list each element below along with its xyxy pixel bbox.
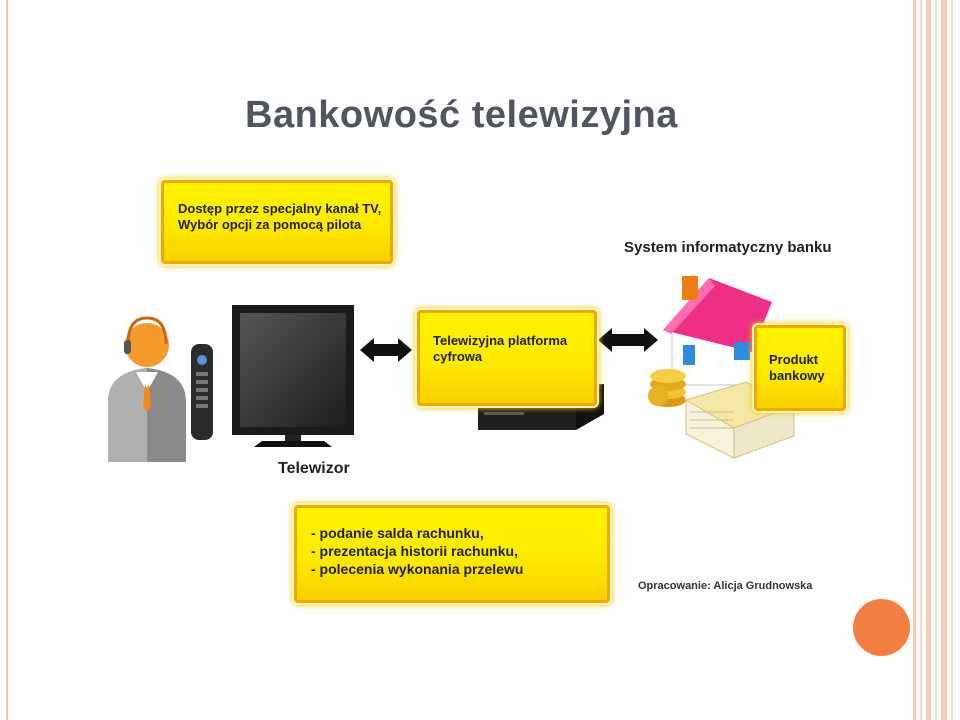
double-arrow-icon <box>598 328 658 352</box>
platform-line-2: cyfrowa <box>433 349 483 364</box>
slide-frame-stripe <box>941 0 947 720</box>
slide-frame-left-line <box>6 0 8 720</box>
double-arrow-icon <box>360 338 412 362</box>
television-icon <box>232 305 354 447</box>
bank-system-label: System informatyczny banku <box>624 239 832 256</box>
credit-label: Opracowanie: Alicja Grudnowska <box>638 580 813 592</box>
tv-label: Telewizor <box>278 460 350 477</box>
slide-frame-stripe <box>951 0 953 720</box>
access-line-1: Dostęp przez specjalny kanał TV, <box>178 201 382 216</box>
access-line-2: Wybór opcji za pomocą pilota <box>178 217 362 232</box>
agent-person-icon <box>108 316 186 462</box>
house-icon <box>663 276 772 386</box>
slide-frame-stripe <box>913 0 916 720</box>
product-line-1: Produkt <box>769 352 819 367</box>
function-item: - polecenia wykonania przelewu <box>311 561 524 577</box>
access-info-box: Dostęp przez specjalny kanał TV, Wybór o… <box>161 180 393 264</box>
product-line-2: bankowy <box>769 368 825 383</box>
functions-box: - podanie salda rachunku, - prezentacja … <box>294 505 610 603</box>
function-item: - prezentacja historii rachunku, <box>311 543 518 559</box>
slide-title: Bankowość telewizyjna <box>245 94 678 136</box>
function-item: - podanie salda rachunku, <box>311 525 484 541</box>
bank-product-box: Produkt bankowy <box>754 325 846 411</box>
slide-frame-stripe <box>926 0 931 720</box>
remote-control-icon <box>191 344 213 440</box>
platform-box: Telewizyjna platforma cyfrowa <box>417 310 597 406</box>
coins-icon <box>648 369 686 407</box>
slide-frame-stripe <box>935 0 937 720</box>
platform-line-1: Telewizyjna platforma <box>433 333 568 348</box>
accent-circle <box>853 599 910 656</box>
slide-frame-stripe <box>920 0 922 720</box>
